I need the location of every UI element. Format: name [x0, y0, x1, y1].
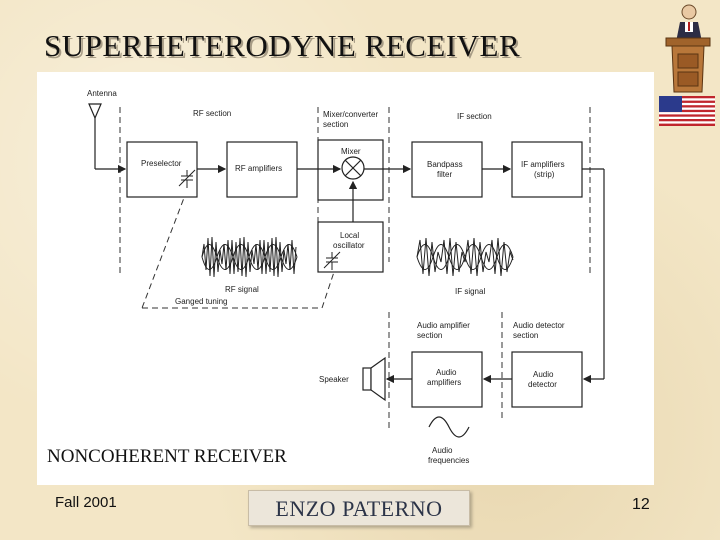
audio-frequencies-label: Audio: [432, 446, 453, 455]
footer-author: ENZO PATERNO: [248, 490, 470, 526]
antenna-label: Antenna: [87, 89, 117, 98]
speaker-label: Speaker: [319, 375, 349, 384]
section-dividers: [119, 107, 591, 432]
audio-detector-label: Audio: [533, 370, 554, 379]
diagram-caption: NONCOHERENT RECEIVER: [47, 446, 287, 467]
slide-title: SUPERHETERODYNE RECEIVER: [44, 28, 521, 63]
rf-amplifiers-label: RF amplifiers: [235, 164, 282, 173]
mixer-label: Mixer: [341, 147, 361, 156]
podium-speaker-icon: [665, 4, 711, 93]
rf-amplifiers-block: [226, 141, 298, 198]
preselector-block: [126, 141, 198, 198]
if-signal-label: IF signal: [455, 287, 485, 296]
page-number: 12: [632, 496, 650, 513]
audio-amp-section-label: Audio amplifier: [417, 321, 470, 330]
audio-det-section-label-2: section: [513, 331, 538, 340]
superheterodyne-block-diagram: Antenna RF section Mixer/converter secti…: [87, 89, 605, 465]
audio-det-section-label: Audio detector: [513, 321, 565, 330]
bandpass-filter-block: [411, 141, 483, 198]
audio-frequencies-label-2: frequencies: [428, 456, 469, 465]
mixer-section-label-2: section: [323, 120, 348, 129]
variable-capacitor-icon: [178, 169, 196, 188]
rf-signal-waveform: [201, 236, 298, 278]
audio-detector-label-2: detector: [528, 380, 557, 389]
if-amplifiers-label: IF amplifiers: [521, 160, 565, 169]
audio-detector-block: [511, 351, 583, 408]
local-osc-label: Local: [340, 231, 359, 240]
audio-amplifiers-block: [411, 351, 483, 408]
preselector-label: Preselector: [141, 159, 182, 168]
bandpass-label-2: filter: [437, 170, 452, 179]
bandpass-label: Bandpass: [427, 160, 463, 169]
if-amplifiers-label-2: (strip): [534, 170, 555, 179]
local-osc-label-2: oscillator: [333, 241, 365, 250]
footer-date: Fall 2001: [55, 494, 117, 511]
antenna-icon: [88, 103, 127, 174]
audio-amplifiers-label-2: amplifiers: [427, 378, 461, 387]
speaker-icon: [362, 356, 386, 402]
us-flag-icon: [659, 96, 715, 126]
audio-amp-section-label-2: section: [417, 331, 442, 340]
if-signal-waveform: [416, 237, 514, 277]
audio-amplifiers-label: Audio: [436, 368, 457, 377]
mixer-section-label: Mixer/converter: [323, 110, 378, 119]
variable-capacitor-icon: [323, 251, 341, 270]
audio-frequency-waveform: [428, 416, 470, 438]
if-section-label: IF section: [457, 112, 492, 121]
rf-signal-label: RF signal: [225, 285, 259, 294]
mixer-symbol-icon: [341, 156, 365, 180]
diagram-panel: Antenna RF section Mixer/converter secti…: [37, 72, 654, 485]
ganged-tuning-label: Ganged tuning: [175, 297, 228, 306]
mixer-block: [317, 139, 384, 201]
rf-section-label: RF section: [193, 109, 231, 118]
